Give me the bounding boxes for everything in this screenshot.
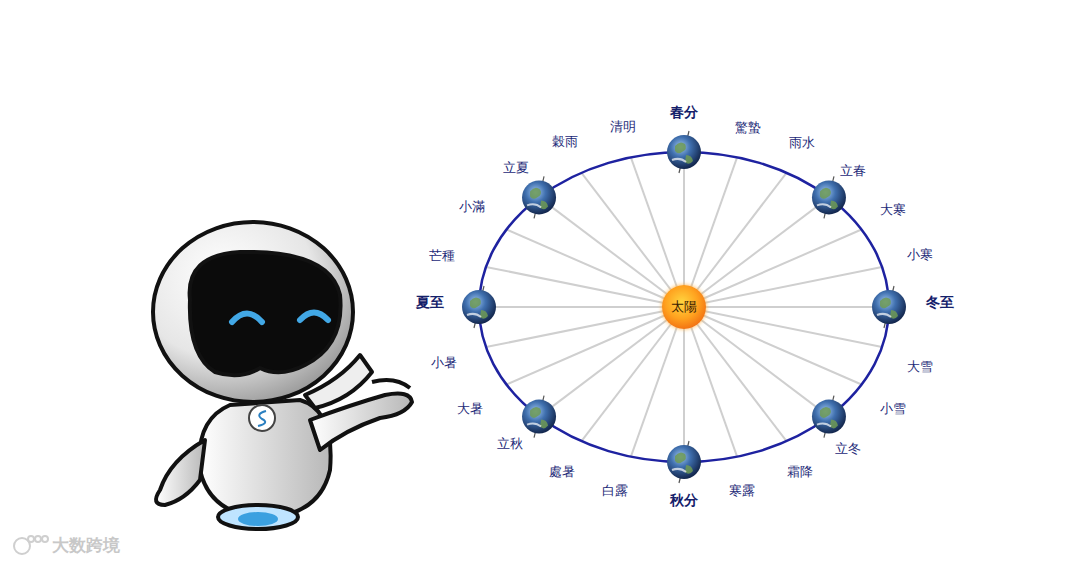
radial-line <box>582 173 685 307</box>
radial-line <box>486 267 684 307</box>
major-term-label: 冬至 <box>926 294 954 312</box>
solar-term-label: 立春 <box>840 162 866 180</box>
radial-line <box>683 152 685 307</box>
radial-line <box>507 307 685 385</box>
solar-term-label: 小雪 <box>880 400 906 418</box>
radial-line <box>684 307 829 417</box>
earth-globe <box>667 441 701 483</box>
solar-term-label: 清明 <box>610 118 636 136</box>
solar-term-label: 小暑 <box>431 354 457 372</box>
radial-line <box>631 157 684 307</box>
radial-line <box>684 157 737 307</box>
radial-line <box>684 307 882 347</box>
radial-line <box>486 307 684 347</box>
major-term-label: 春分 <box>670 104 698 122</box>
robot-illustration <box>153 222 412 529</box>
radial-line <box>684 306 889 308</box>
earth-globe <box>522 396 556 438</box>
earth-globe <box>812 396 846 438</box>
solar-term-label: 立秋 <box>497 435 523 453</box>
solar-term-label: 芒種 <box>429 247 455 265</box>
sun-circle: 太陽 <box>662 285 706 329</box>
solar-term-label: 白露 <box>602 482 628 500</box>
radial-line <box>684 307 737 457</box>
earth-globe <box>522 176 556 218</box>
solar-term-label: 穀雨 <box>552 133 578 151</box>
earth-globe <box>872 286 906 328</box>
solar-term-label: 大寒 <box>880 201 906 219</box>
sun-label: 太陽 <box>671 298 697 316</box>
solar-term-label: 處暑 <box>549 463 575 481</box>
solar-term-label: 驚蟄 <box>735 119 761 137</box>
solar-term-label: 大雪 <box>907 358 933 376</box>
major-term-label: 秋分 <box>670 492 698 510</box>
solar-term-label: 小滿 <box>459 198 485 216</box>
solar-term-label: 雨水 <box>789 134 815 152</box>
watermark: 大数跨境 <box>52 534 120 557</box>
solar-term-label: 霜降 <box>787 463 813 481</box>
solar-term-label: 大暑 <box>457 400 483 418</box>
radial-line <box>631 307 684 457</box>
radial-line <box>683 307 685 462</box>
earth-globe <box>812 176 846 218</box>
earth-globe <box>462 286 496 328</box>
major-term-label: 夏至 <box>416 294 444 312</box>
solar-term-label: 立冬 <box>835 440 861 458</box>
earth-globe <box>667 131 701 173</box>
watermark-icon <box>14 536 48 554</box>
radial-line <box>539 197 684 307</box>
radial-line <box>479 306 684 308</box>
solar-term-label: 小寒 <box>907 246 933 264</box>
solar-term-label: 立夏 <box>503 159 529 177</box>
radial-line <box>684 307 787 441</box>
solar-term-label: 寒露 <box>729 482 755 500</box>
radial-line <box>684 230 862 308</box>
radial-line <box>684 267 882 307</box>
